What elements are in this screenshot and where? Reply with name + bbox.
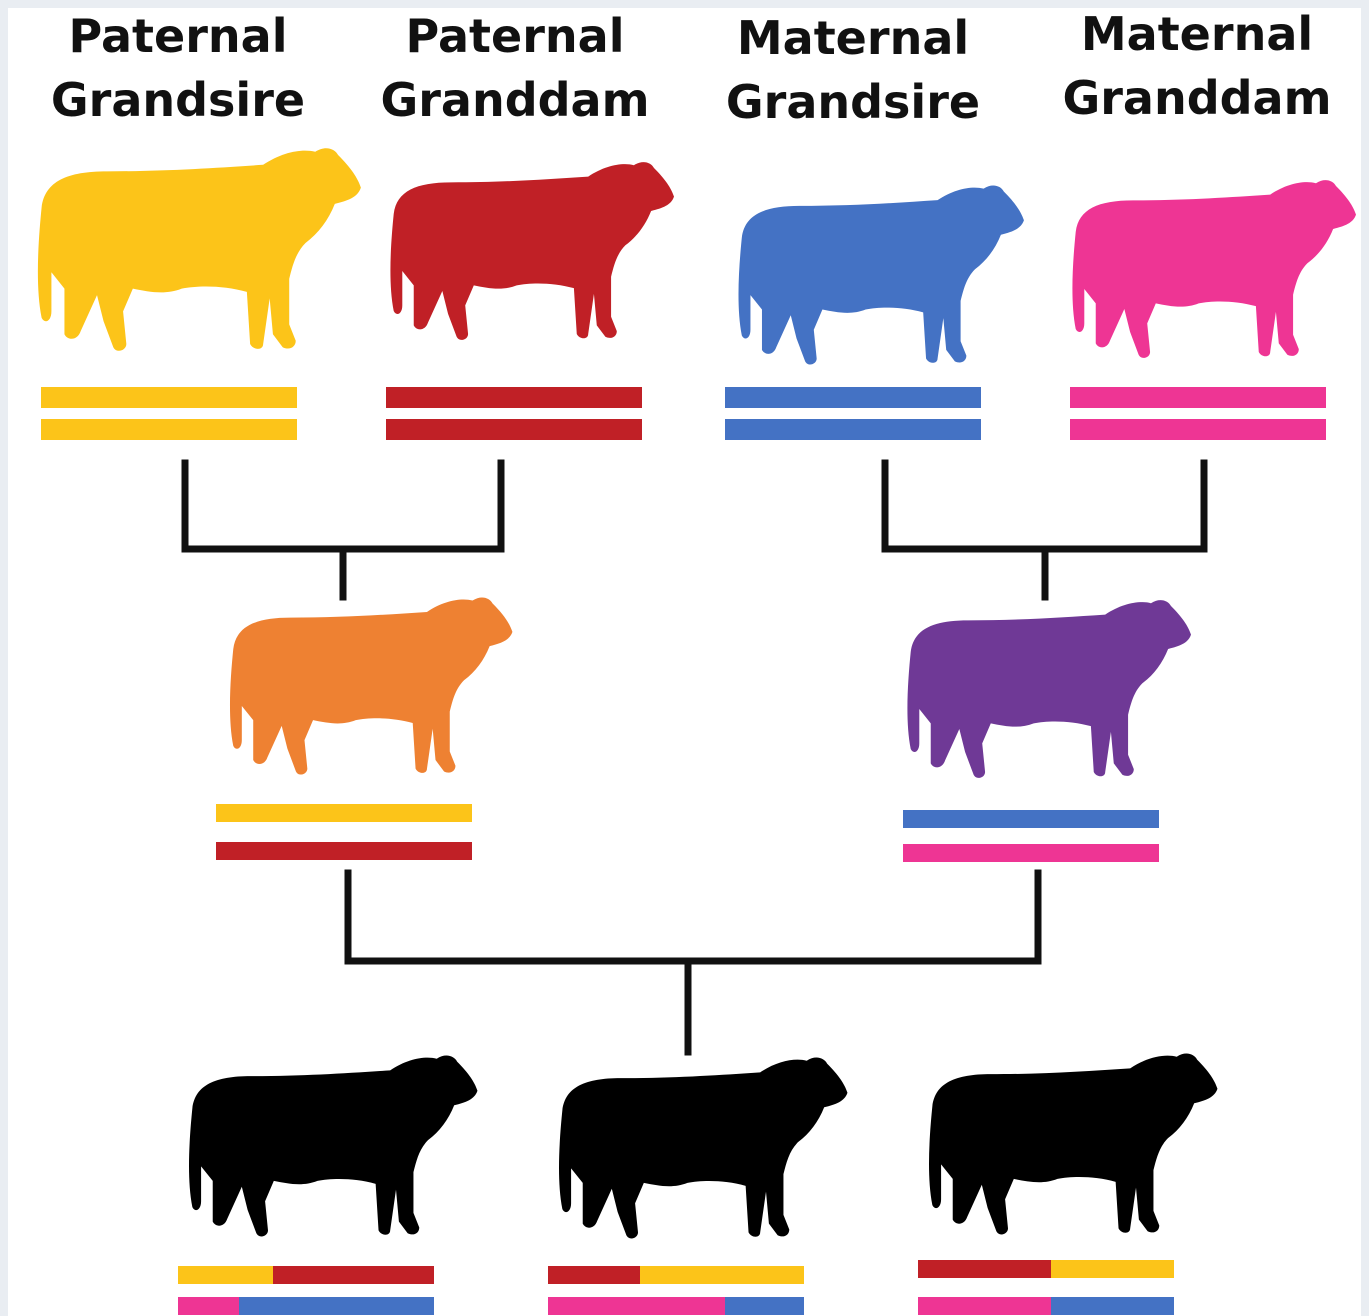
offspring-2-silhouette xyxy=(559,1058,847,1239)
cow-layer xyxy=(38,148,1356,1238)
maternal-grandsire-chromosome-1 xyxy=(725,387,981,408)
paternal-granddam-silhouette xyxy=(390,162,674,340)
chromosome-segment xyxy=(548,1266,640,1284)
chromosome-segment xyxy=(1051,1260,1174,1278)
chromosome-segment xyxy=(903,810,1159,828)
connector-maternal xyxy=(885,463,1204,597)
paternal-grandsire-chromosome-1 xyxy=(41,387,297,408)
paternal-grandsire-silhouette xyxy=(38,148,361,351)
chromosome-segment xyxy=(273,1266,434,1284)
chromosome-segment xyxy=(918,1260,1051,1278)
offspring-2-chromosome-1 xyxy=(548,1266,804,1284)
chromosome-segment xyxy=(903,844,1159,862)
chromosome-segment xyxy=(178,1266,273,1284)
chromosome-segment xyxy=(386,387,642,408)
maternal-granddam-chromosome-2 xyxy=(1070,419,1326,440)
paternal-grandsire-chromosome-2 xyxy=(41,419,297,440)
chromosome-segment xyxy=(548,1297,725,1315)
chromosome-segment xyxy=(216,804,472,822)
connector-paternal xyxy=(185,463,501,597)
chromosome-segment xyxy=(1051,1297,1174,1315)
chromosome-segment xyxy=(178,1297,239,1315)
chromosome-segment xyxy=(725,419,981,440)
offspring-3-silhouette xyxy=(929,1054,1217,1235)
offspring-3-chromosome-1 xyxy=(918,1260,1174,1278)
chromosome-segment xyxy=(725,1297,804,1315)
sire-chromosome-2 xyxy=(216,842,472,860)
sire-silhouette xyxy=(230,597,512,774)
chromosome-segment xyxy=(386,419,642,440)
connector-lines xyxy=(185,463,1204,1052)
connector-offspring xyxy=(348,873,1038,1052)
maternal-granddam-silhouette xyxy=(1072,180,1356,358)
maternal-granddam-chromosome-1 xyxy=(1070,387,1326,408)
maternal-grandsire-silhouette xyxy=(738,185,1023,364)
chromosome-segment xyxy=(725,387,981,408)
chromosome-segment xyxy=(918,1297,1051,1315)
sire-chromosome-1 xyxy=(216,804,472,822)
maternal-grandsire-chromosome-2 xyxy=(725,419,981,440)
chromosome-segment xyxy=(640,1266,804,1284)
dam-silhouette xyxy=(907,600,1191,778)
paternal-granddam-chromosome-2 xyxy=(386,419,642,440)
chromosome-segment xyxy=(1070,387,1326,408)
offspring-3-chromosome-2 xyxy=(918,1297,1174,1315)
chromosome-segment xyxy=(1070,419,1326,440)
dam-chromosome-1 xyxy=(903,810,1159,828)
chromosome-segment xyxy=(41,387,297,408)
chromosome-segment xyxy=(41,419,297,440)
dam-chromosome-2 xyxy=(903,844,1159,862)
offspring-2-chromosome-2 xyxy=(548,1297,804,1315)
offspring-1-silhouette xyxy=(189,1056,477,1237)
offspring-1-chromosome-2 xyxy=(178,1297,434,1315)
chromosome-segment xyxy=(216,842,472,860)
paternal-granddam-chromosome-1 xyxy=(386,387,642,408)
chromosome-segment xyxy=(239,1297,434,1315)
offspring-1-chromosome-1 xyxy=(178,1266,434,1284)
